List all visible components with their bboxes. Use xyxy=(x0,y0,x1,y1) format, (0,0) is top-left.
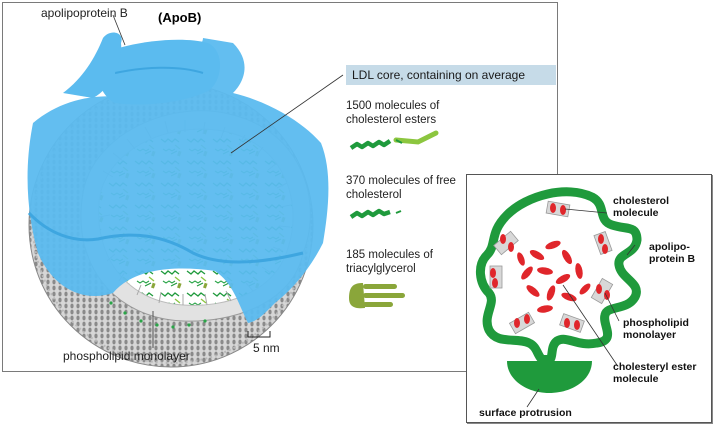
ldl-diagram-panel: apolipoprotein B (ApoB) phospholipid mon… xyxy=(2,2,558,372)
surface-protrusion xyxy=(507,361,592,393)
phospholipid-label: phospholipid monolayer xyxy=(63,349,190,363)
free-cholesterol-icon xyxy=(349,208,402,219)
scale-bar xyxy=(247,331,271,338)
apob-label: apolipoprotein B xyxy=(41,6,128,20)
inset-protrusion-label: surface protrusion xyxy=(479,407,572,419)
apob-leader xyxy=(112,14,126,46)
triacylglycerol-icon xyxy=(349,283,405,309)
legend-item-triacylglycerol: 185 molecules of triacylglycerol xyxy=(346,249,433,275)
inset-schematic-panel: cholesterol molecule apolipo-protein B p… xyxy=(466,174,712,423)
inset-phospholipid-label: phospholipid monolayer xyxy=(623,317,689,341)
apob-abbrev: (ApoB) xyxy=(158,10,202,25)
legend-item-free-cholesterol: 370 molecules of free cholesterol xyxy=(346,175,456,201)
scale-label: 5 nm xyxy=(253,341,280,355)
inset-cholesterol-label: cholesterol molecule xyxy=(613,195,670,219)
inset-apob-label: apolipo-protein B xyxy=(649,241,696,265)
cholesterol-ester-icon xyxy=(349,130,439,150)
apob-cap xyxy=(97,39,221,105)
apob-band xyxy=(27,38,329,323)
ldl-particle-illustration xyxy=(27,14,439,368)
inset-ester-label: cholesteryl ester molecule xyxy=(613,361,697,385)
inset-schematic xyxy=(476,187,642,408)
core-leader xyxy=(230,74,344,154)
core-header: LDL core, containing on average xyxy=(346,65,556,85)
legend-item-cholesterol-esters: 1500 molecules of cholesterol esters xyxy=(346,100,440,126)
